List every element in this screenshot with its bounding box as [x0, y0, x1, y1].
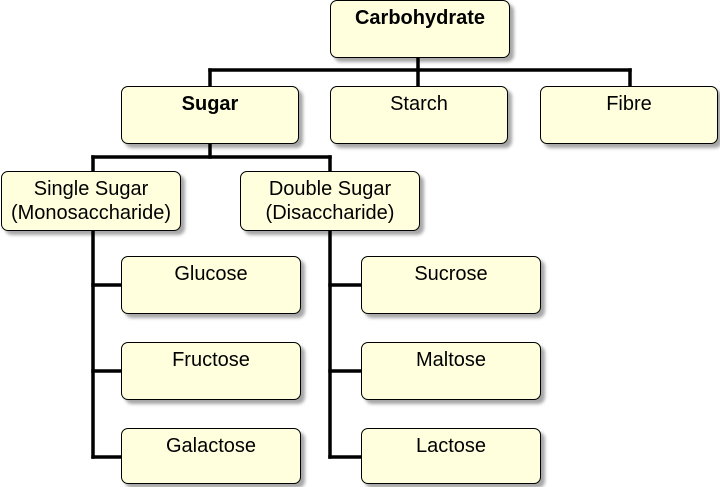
- node-single-sugar-line2: (Monosaccharide): [10, 202, 172, 224]
- node-fructose: Fructose: [121, 342, 301, 400]
- node-double-sugar: Double Sugar (Disaccharide): [240, 171, 420, 231]
- node-galactose-label: Galactose: [165, 435, 257, 457]
- node-starch: Starch: [330, 86, 508, 144]
- node-maltose: Maltose: [361, 342, 541, 400]
- node-single-sugar: Single Sugar (Monosaccharide): [1, 171, 181, 231]
- node-carbohydrate-label: Carbohydrate: [354, 7, 486, 29]
- node-starch-label: Starch: [390, 93, 448, 115]
- node-sugar-label: Sugar: [181, 93, 239, 115]
- node-fibre: Fibre: [540, 86, 718, 144]
- node-double-sugar-line1: Double Sugar: [268, 178, 392, 200]
- node-maltose-label: Maltose: [415, 349, 487, 371]
- node-lactose-label: Lactose: [415, 435, 487, 457]
- node-fibre-label: Fibre: [606, 93, 652, 115]
- node-galactose: Galactose: [121, 428, 301, 484]
- node-lactose: Lactose: [361, 428, 541, 484]
- node-carbohydrate: Carbohydrate: [330, 0, 510, 58]
- node-glucose: Glucose: [121, 256, 301, 314]
- node-fructose-label: Fructose: [172, 349, 250, 371]
- node-glucose-label: Glucose: [174, 263, 248, 285]
- node-sugar: Sugar: [121, 86, 299, 144]
- node-single-sugar-line1: Single Sugar: [33, 178, 149, 200]
- node-sucrose-label: Sucrose: [414, 263, 488, 285]
- node-sucrose: Sucrose: [361, 256, 541, 314]
- node-double-sugar-line2: (Disaccharide): [265, 202, 395, 224]
